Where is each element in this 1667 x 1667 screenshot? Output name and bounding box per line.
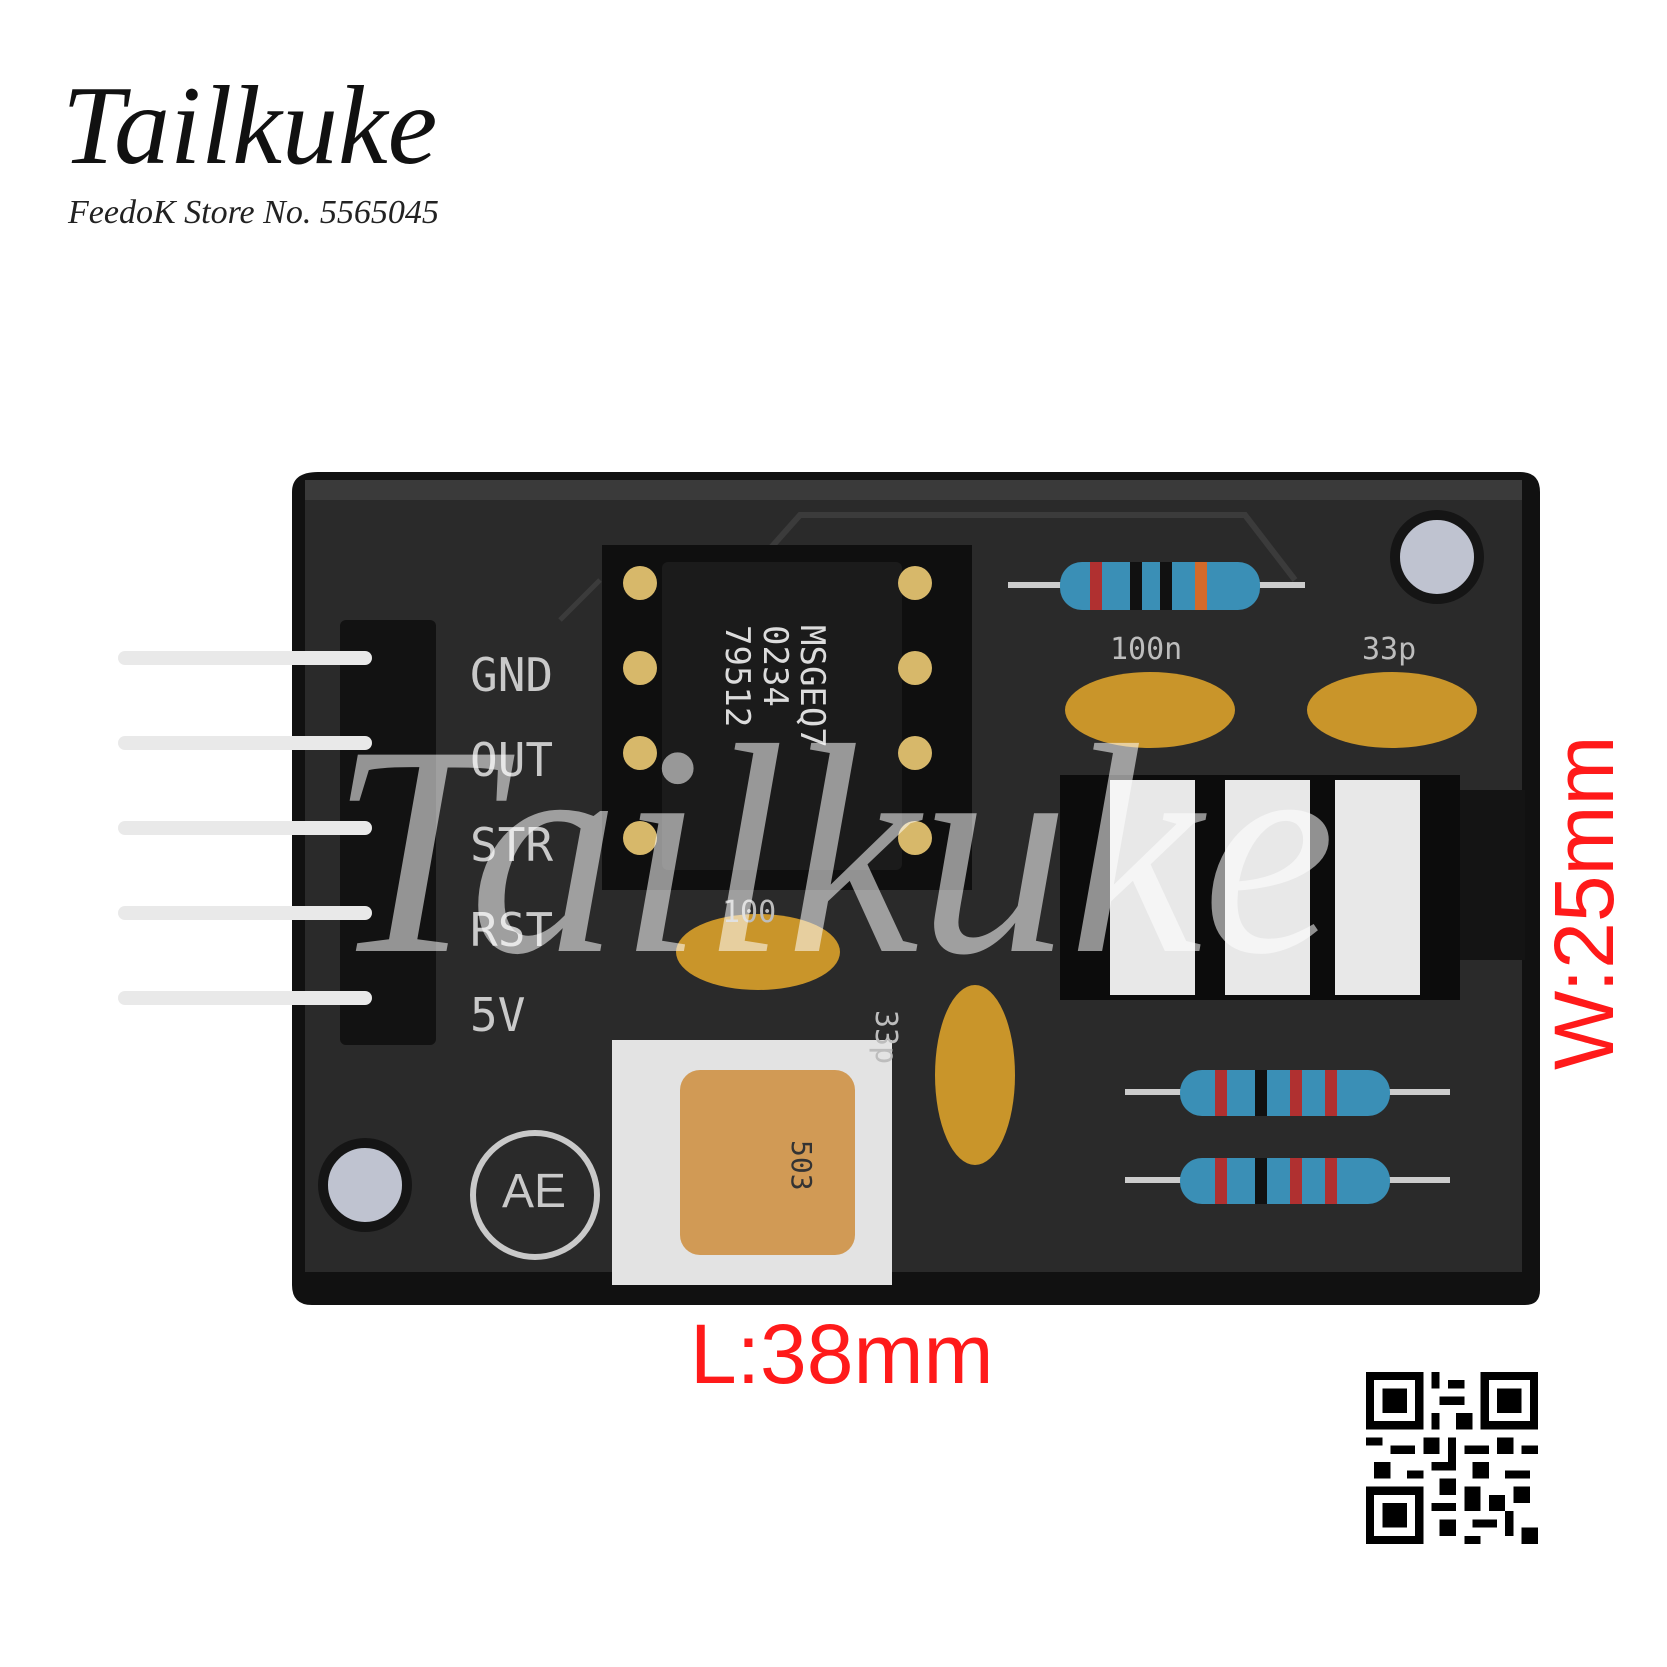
ae-logo-ring — [470, 1130, 600, 1260]
store-number: FeedoK Store No. 5565045 — [68, 194, 439, 231]
resistor — [1008, 562, 1305, 610]
mounting-hole — [318, 1138, 412, 1232]
resistor — [1125, 1070, 1450, 1116]
pin-label-str: STR — [470, 818, 554, 872]
audio-jack — [1060, 775, 1525, 1000]
length-dimension: L:38mm — [690, 1307, 994, 1401]
mounting-hole — [1390, 510, 1484, 604]
cap-label-33p: 33p — [1362, 632, 1417, 667]
trimmer-potentiometer — [612, 1040, 892, 1285]
pot-marking: 503 — [785, 1140, 818, 1191]
pin-label-rst: RST — [470, 903, 554, 957]
width-dimension: W:25mm — [1537, 735, 1631, 1070]
ceramic-capacitor — [935, 985, 1015, 1165]
ceramic-capacitor — [1065, 672, 1235, 748]
brand-title: Tailkuke — [62, 64, 438, 188]
ae-logo-text: AE — [502, 1165, 567, 1218]
pin-label-gnd: GND — [470, 648, 554, 702]
chip-line-3: 79512 — [717, 625, 758, 728]
ic-socket — [602, 545, 972, 890]
chip-marking: MSGEQ7 0234 79512 — [717, 625, 832, 748]
pin-header — [118, 620, 436, 1045]
ceramic-capacitor — [676, 914, 840, 990]
ceramic-capacitor — [1307, 672, 1477, 748]
pin-label-5v: 5V — [470, 988, 526, 1042]
chip-line-2: 0234 — [754, 625, 795, 707]
pin-label-out: OUT — [470, 733, 554, 787]
cap-label-100n: 100n — [1110, 632, 1183, 667]
resistor — [1125, 1158, 1450, 1204]
cap-label-100: 100 — [722, 895, 777, 930]
chip-line-1: MSGEQ7 — [792, 625, 832, 748]
qr-code — [1366, 1372, 1538, 1544]
cap-label-33p-vertical: 33p — [868, 1010, 903, 1065]
